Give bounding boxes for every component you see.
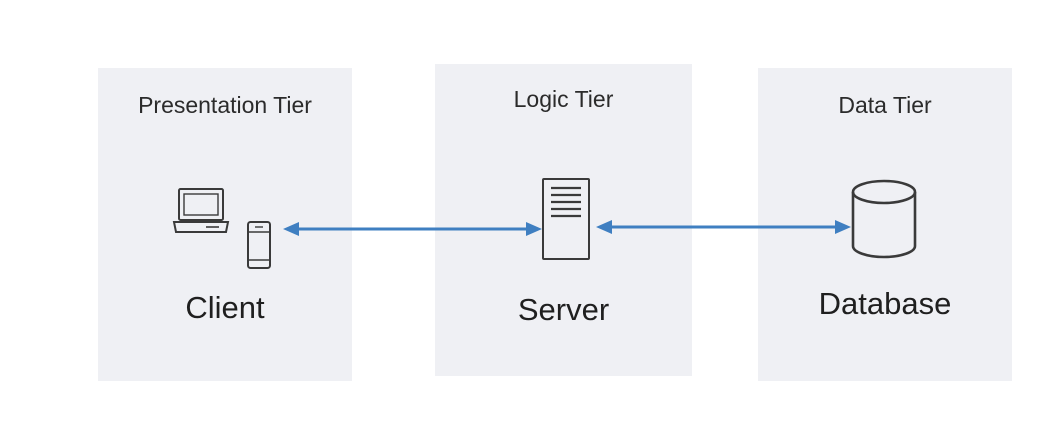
- presentation-tier-title: Presentation Tier: [138, 92, 312, 118]
- client-label: Client: [185, 290, 265, 325]
- database-label: Database: [818, 286, 952, 321]
- data-tier-title: Data Tier: [838, 92, 932, 118]
- logic-tier-title: Logic Tier: [513, 86, 614, 112]
- server-label: Server: [517, 292, 610, 327]
- data-tier-panel: Data Tier Database: [758, 68, 1012, 381]
- presentation-tier-panel: Presentation Tier Client: [98, 68, 352, 381]
- logic-tier-panel: Logic Tier Server: [435, 64, 692, 376]
